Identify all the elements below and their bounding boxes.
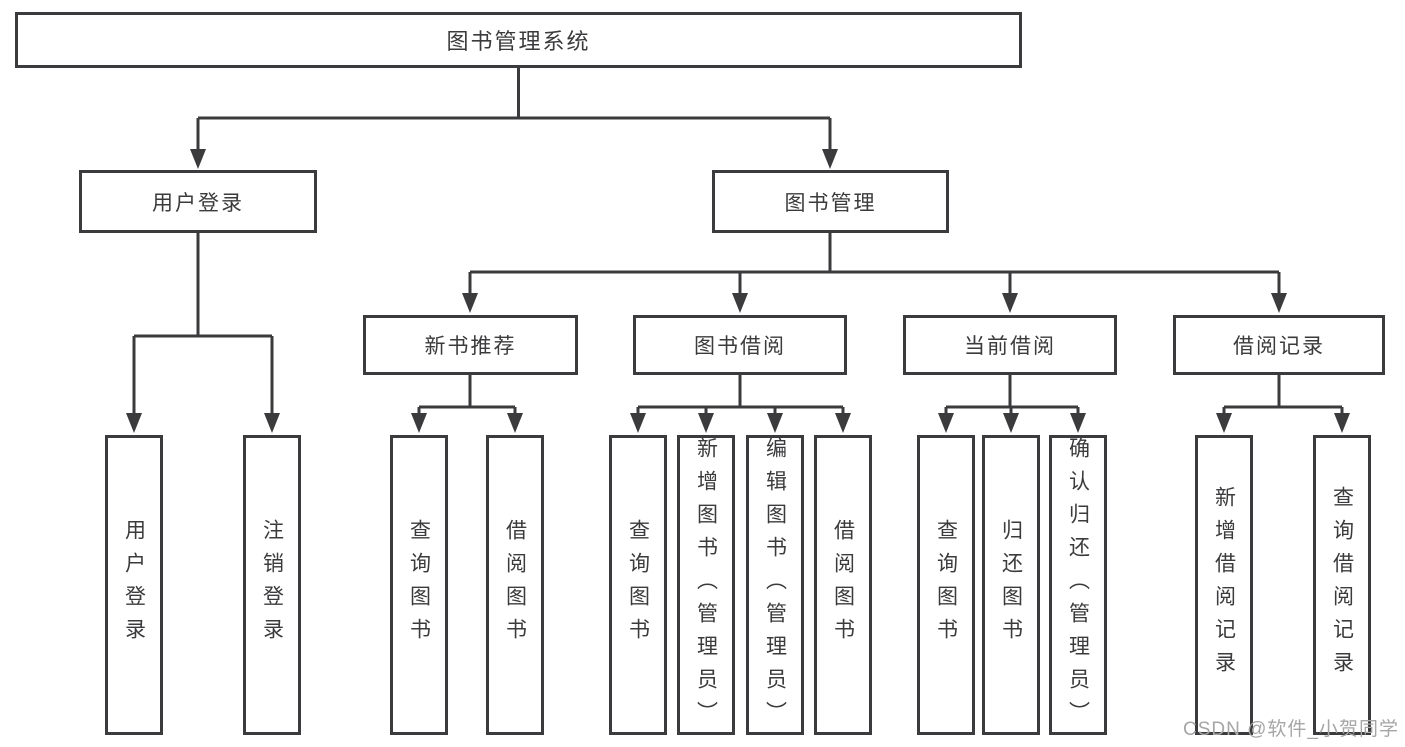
leaf-query-books-recommend: 查询图书 <box>390 435 448 735</box>
leaf-logout-login-label: 注销登录 <box>260 519 284 651</box>
leaf-edit-books-admin: 编辑图书（管理员） <box>746 435 804 735</box>
arrowheads <box>126 149 1350 433</box>
leaf-add-books-admin-label: 新增图书（管理员） <box>694 436 718 734</box>
leaf-query-borrow-record: 查询借阅记录 <box>1313 435 1371 735</box>
leaf-query-books-borrow-label: 查询图书 <box>626 519 650 651</box>
node-book-management-label: 图书管理 <box>784 191 877 215</box>
node-borrow-records: 借阅记录 <box>1173 315 1385 375</box>
node-new-book-recommend: 新书推荐 <box>363 315 578 375</box>
leaf-confirm-return-admin-label: 确认归还（管理员） <box>1066 436 1090 734</box>
leaf-edit-books-admin-label: 编辑图书（管理员） <box>763 436 787 734</box>
leaf-query-books-recommend-label: 查询图书 <box>407 519 431 651</box>
leaf-borrow-books: 借阅图书 <box>814 435 872 735</box>
leaf-return-books-label: 归还图书 <box>999 519 1023 651</box>
watermark: CSDN @软件_小贺同学 <box>1183 719 1399 740</box>
leaf-borrow-books-recommend: 借阅图书 <box>486 435 544 735</box>
leaf-user-login-label: 用户登录 <box>122 519 146 651</box>
leaf-query-borrow-record-label: 查询借阅记录 <box>1330 486 1354 684</box>
leaf-add-borrow-record: 新增借阅记录 <box>1195 435 1253 735</box>
node-new-book-recommend-label: 新书推荐 <box>424 335 517 358</box>
node-user-login: 用户登录 <box>79 170 317 233</box>
node-root-label: 图书管理系统 <box>446 29 591 54</box>
leaf-user-login: 用户登录 <box>105 435 163 735</box>
leaf-return-books: 归还图书 <box>982 435 1040 735</box>
leaf-borrow-books-label: 借阅图书 <box>831 519 855 651</box>
leaf-query-books-current-label: 查询图书 <box>934 519 958 651</box>
leaf-borrow-books-recommend-label: 借阅图书 <box>503 519 527 651</box>
node-current-borrow: 当前借阅 <box>903 315 1117 375</box>
leaf-query-books-borrow: 查询图书 <box>609 435 667 735</box>
node-root: 图书管理系统 <box>15 12 1022 68</box>
leaf-confirm-return-admin: 确认归还（管理员） <box>1049 435 1107 735</box>
leaf-logout-login: 注销登录 <box>243 435 301 735</box>
leaf-add-books-admin: 新增图书（管理员） <box>677 435 735 735</box>
node-borrow-records-label: 借阅记录 <box>1233 335 1325 358</box>
node-user-login-label: 用户登录 <box>152 191 244 215</box>
leaf-add-borrow-record-label: 新增借阅记录 <box>1212 486 1236 684</box>
node-book-borrow: 图书借阅 <box>633 315 847 375</box>
node-book-management: 图书管理 <box>712 170 949 233</box>
node-current-borrow-label: 当前借阅 <box>964 335 1056 358</box>
node-book-borrow-label: 图书借阅 <box>694 335 786 358</box>
leaf-query-books-current: 查询图书 <box>917 435 975 735</box>
